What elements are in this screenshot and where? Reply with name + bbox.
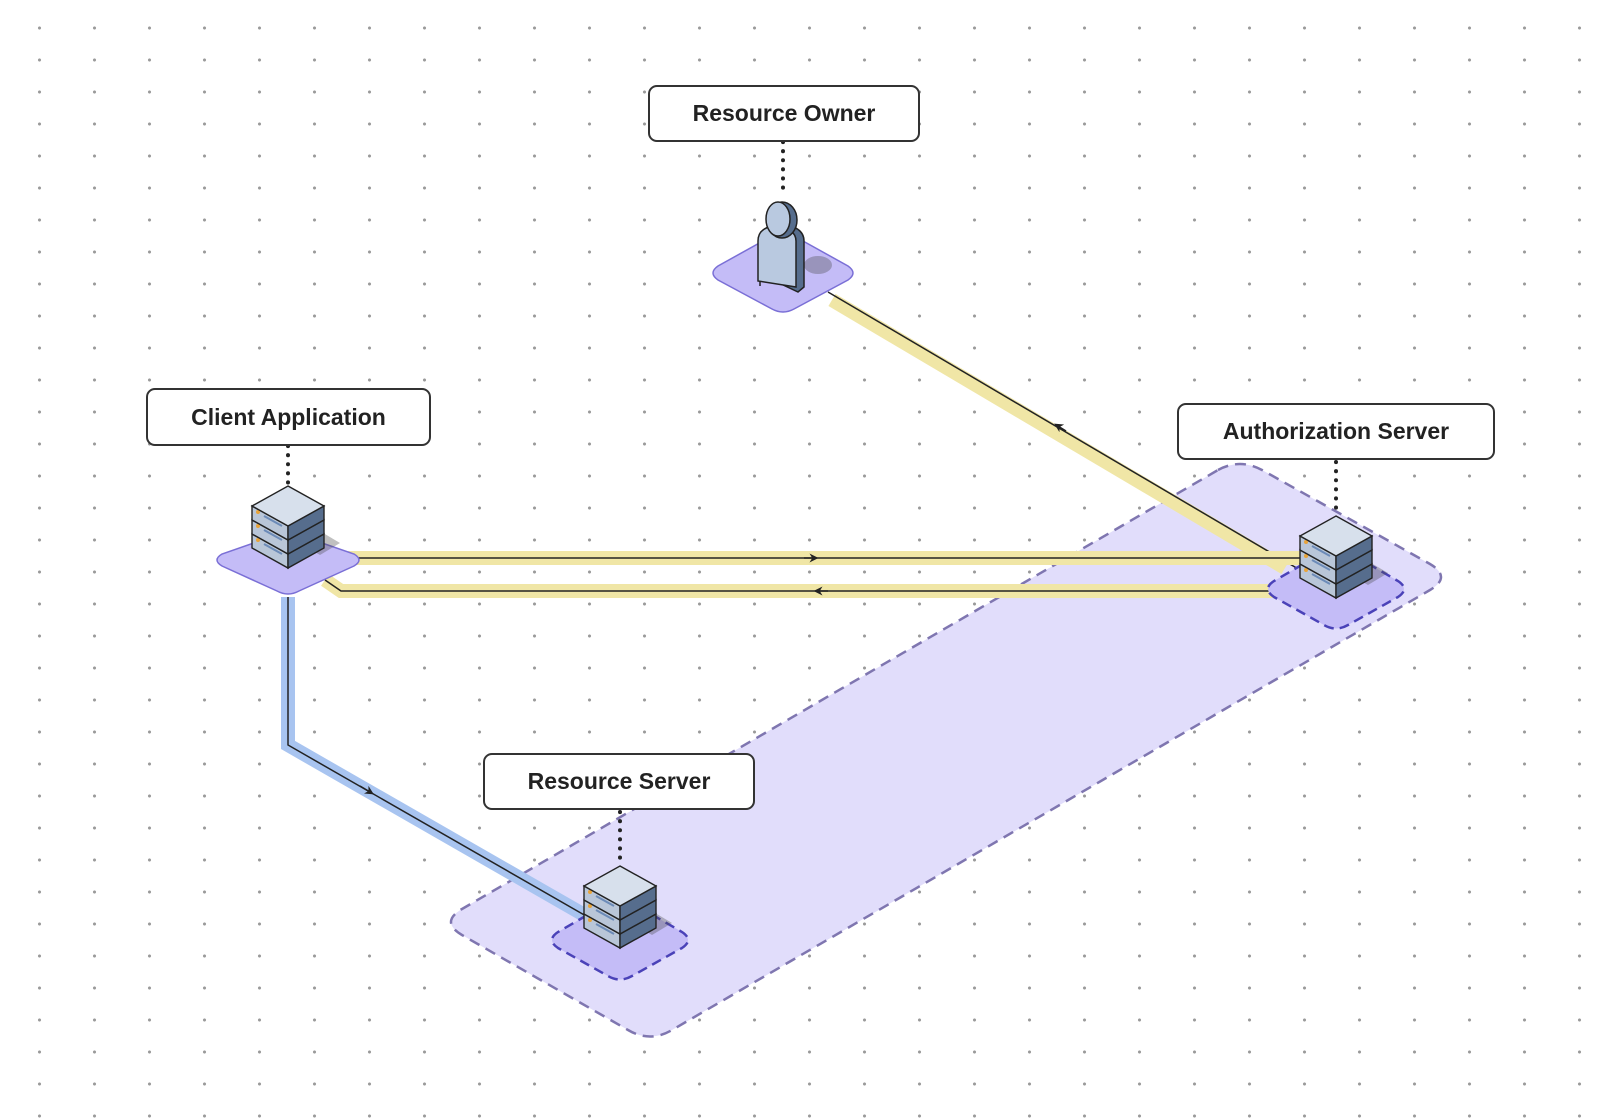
trust-zone [449,462,1443,1038]
authorization-server-label[interactable]: Authorization Server [1177,403,1495,460]
authorization-server-node[interactable] [1266,515,1406,630]
resource-server-label[interactable]: Resource Server [483,753,755,810]
client-application-label[interactable]: Client Application [146,388,431,446]
client-application-node[interactable] [216,485,360,595]
resource-owner-node[interactable] [712,201,854,313]
resource-owner-label[interactable]: Resource Owner [648,85,920,142]
flow-authorization-to-client [321,574,1290,598]
label-leaders [286,140,1338,867]
flow-client-to-resource-server [281,597,604,931]
flow-owner-authorization [827,291,1301,575]
resource-server-node[interactable] [550,865,690,981]
user-icon [757,201,832,293]
